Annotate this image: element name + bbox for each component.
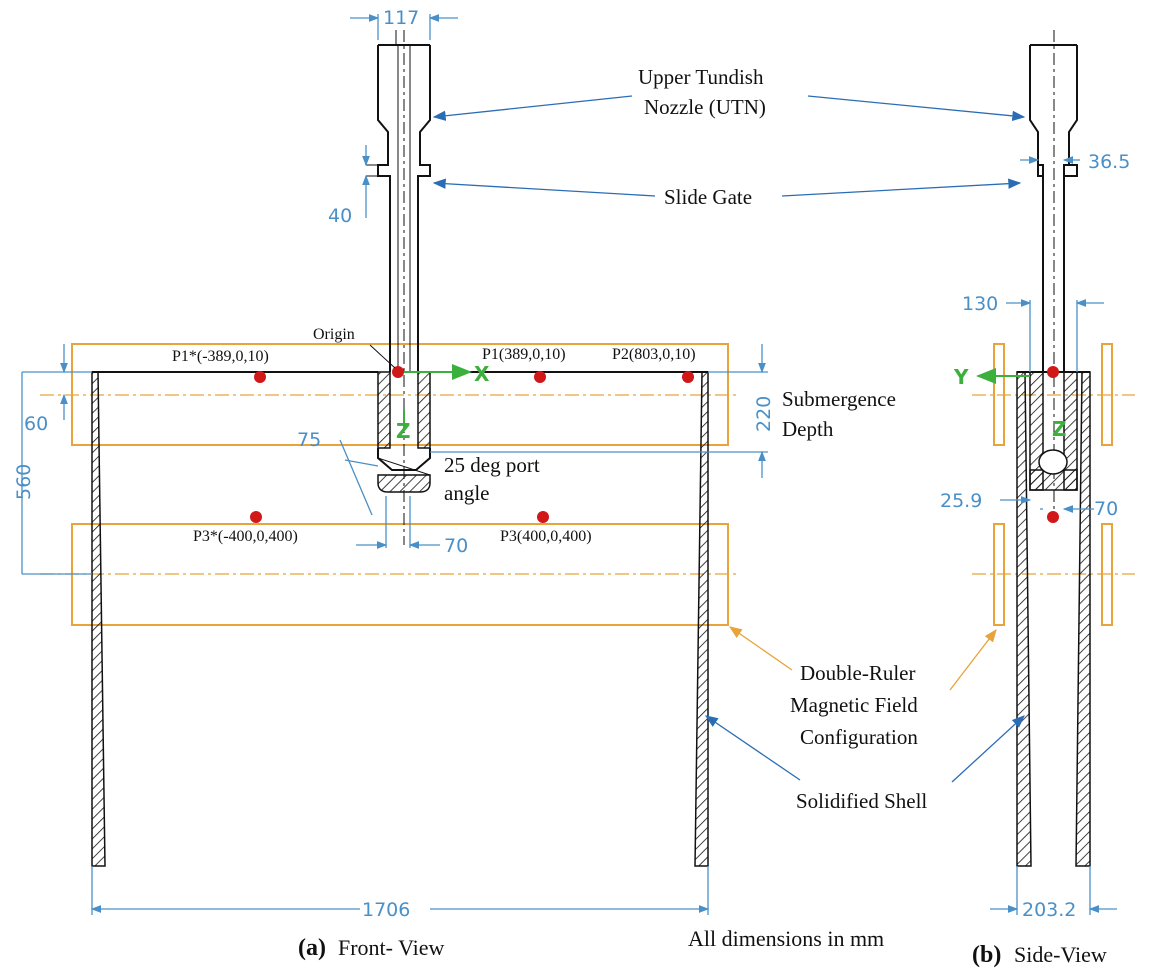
units-note: All dimensions in mm xyxy=(688,926,884,951)
utn-label-line1: Upper Tundish xyxy=(638,65,764,89)
dim-70-front: 70 xyxy=(444,535,468,557)
dim-1706: 1706 xyxy=(362,899,410,921)
front-view: X Z Origin P1*(-389,0,10) P1(389,0,10) P… xyxy=(13,7,775,921)
x-axis-label: X xyxy=(474,362,490,386)
point-p3-star xyxy=(250,511,262,523)
z-axis-label-side: Z xyxy=(1052,417,1067,441)
dim-117: 117 xyxy=(383,7,419,29)
point-side-below xyxy=(1047,511,1059,523)
dim-40: 40 xyxy=(328,205,352,227)
caption-b-text: Side-View xyxy=(1014,942,1107,967)
point-p1-star-label: P1*(-389,0,10) xyxy=(172,348,269,365)
shell-label: Solidified Shell xyxy=(796,789,927,813)
magnetic-label-line3: Configuration xyxy=(800,725,918,749)
point-p1-label: P1(389,0,10) xyxy=(482,346,566,363)
caption-a-tag: (a) xyxy=(298,935,326,961)
port-angle-label-line1: 25 deg port xyxy=(444,453,540,477)
slide-gate-label: Slide Gate xyxy=(664,185,752,209)
origin-label: Origin xyxy=(313,326,355,343)
utn-front xyxy=(377,44,431,372)
dim-60: 60 xyxy=(24,413,48,435)
callouts: Upper Tundish Nozzle (UTN) Slide Gate Su… xyxy=(432,65,1026,813)
y-axis-label: Y xyxy=(953,365,969,389)
submergence-label-line1: Submergence xyxy=(782,387,896,411)
shell-left-side xyxy=(1016,371,1032,867)
port-angle-label-line2: angle xyxy=(444,481,489,505)
shell-right-side xyxy=(1075,371,1091,867)
point-p3 xyxy=(537,511,549,523)
dim-36-5: 36.5 xyxy=(1088,151,1130,173)
point-p3-star-label: P3*(-400,0,400) xyxy=(193,528,298,545)
shell-left-front xyxy=(91,371,106,867)
utn-label-line2: Nozzle (UTN) xyxy=(644,95,766,119)
dim-75: 75 xyxy=(297,429,321,451)
origin-point xyxy=(392,366,404,378)
caption-a-text: Front- View xyxy=(338,935,445,960)
dim-203-2: 203.2 xyxy=(1022,899,1076,921)
dim-130: 130 xyxy=(962,293,998,315)
submergence-label-line2: Depth xyxy=(782,417,834,441)
magnetic-label-line1: Double-Ruler xyxy=(800,661,915,685)
utn-side xyxy=(1029,44,1078,372)
point-p2 xyxy=(682,371,694,383)
point-p1-star xyxy=(254,371,266,383)
captions: (a) Front- View All dimensions in mm (b)… xyxy=(298,926,1107,968)
dim-560: 560 xyxy=(13,464,35,500)
magnetic-label-line2: Magnetic Field xyxy=(790,693,918,717)
sen-right-wall xyxy=(417,371,431,449)
origin-point-side xyxy=(1047,366,1059,378)
sen-left-wall xyxy=(377,371,391,449)
z-axis-label-front: Z xyxy=(396,419,411,443)
side-view: Y Z 36.5 130 25.9 70 203.2 xyxy=(940,30,1135,921)
dim-70-side: 70 xyxy=(1094,498,1118,520)
point-p2-label: P2(803,0,10) xyxy=(612,346,696,363)
dim-220: 220 xyxy=(753,396,775,432)
point-p1 xyxy=(534,371,546,383)
sen-bottom xyxy=(377,474,431,493)
dim-25-9: 25.9 xyxy=(940,490,982,512)
shell-right-front xyxy=(694,371,709,867)
point-p3-label: P3(400,0,400) xyxy=(500,528,592,545)
caption-b-tag: (b) xyxy=(972,942,1001,968)
